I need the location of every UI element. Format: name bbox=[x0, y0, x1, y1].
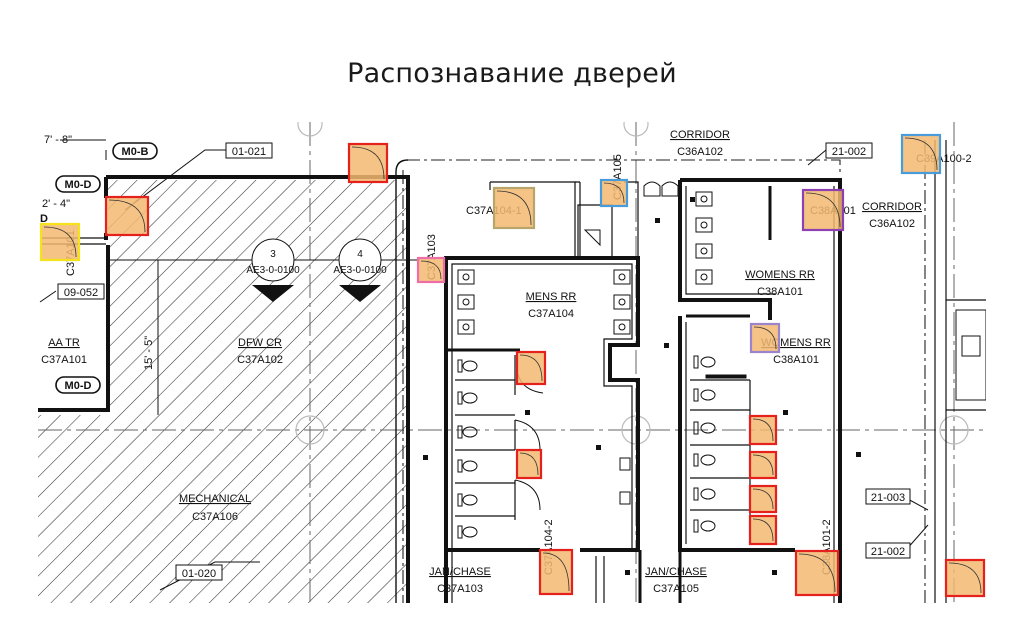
door-box-lavender bbox=[749, 322, 781, 354]
tag-21-003: 21-003 bbox=[871, 492, 905, 504]
door-box-red bbox=[944, 558, 986, 598]
tag-21-002-top: 21-002 bbox=[832, 146, 866, 158]
section-3-number: 3 bbox=[270, 249, 276, 260]
section-4-ref: AE3-0-0100 bbox=[333, 265, 387, 276]
door-box-red bbox=[104, 195, 150, 237]
door-box-red bbox=[515, 448, 543, 480]
tag-09-052: 09-052 bbox=[64, 287, 98, 299]
section-3-ref: AE3-0-0100 bbox=[246, 265, 300, 276]
tag-m0-d-top: M0-D bbox=[65, 179, 92, 191]
dim-7-8: 7' - 8" bbox=[44, 134, 72, 146]
room-name: WOMENS RR bbox=[745, 269, 815, 281]
door-box-red bbox=[748, 450, 778, 480]
page-title: Распознавание дверей bbox=[347, 58, 677, 89]
room-name: JAN/CHASE bbox=[645, 566, 707, 578]
room-number: C37A104 bbox=[528, 308, 574, 320]
door-box-red bbox=[748, 414, 778, 446]
room-name: DFW CR bbox=[238, 337, 282, 349]
room-name: MECHANICAL bbox=[179, 493, 251, 505]
door-box-red bbox=[748, 514, 778, 546]
tag-m0-b: M0-B bbox=[122, 146, 149, 158]
tag-01-020: 01-020 bbox=[182, 568, 216, 580]
tag-21-002-bottom: 21-002 bbox=[871, 546, 905, 558]
room-number: C37A102 bbox=[237, 354, 283, 366]
tag-m0-d-bottom: M0-D bbox=[65, 380, 92, 392]
door-box-yellow bbox=[39, 222, 81, 262]
room-number: C37A105 bbox=[653, 583, 699, 595]
tag-01-021: 01-021 bbox=[232, 146, 266, 158]
section-4-number: 4 bbox=[357, 249, 363, 260]
door-box-red bbox=[347, 142, 389, 184]
door-box-red bbox=[515, 350, 547, 386]
room-labels: CORRIDOR C36A102 CORRIDOR C36A102 AA TR … bbox=[41, 129, 922, 595]
room-number: C37A106 bbox=[192, 511, 238, 523]
room-name: CORRIDOR bbox=[862, 201, 922, 213]
room-number: C37A101 bbox=[41, 354, 87, 366]
room-name: MENS RR bbox=[526, 291, 577, 303]
door-box-blue bbox=[599, 178, 629, 208]
door-box-red bbox=[748, 484, 778, 514]
door-box-purple bbox=[801, 188, 845, 232]
walls bbox=[38, 140, 986, 603]
door-label: D bbox=[40, 213, 48, 225]
door-box-red bbox=[794, 549, 840, 597]
room-name: CORRIDOR bbox=[670, 129, 730, 141]
door-swings bbox=[514, 369, 544, 511]
door-box-blue bbox=[900, 133, 942, 175]
boundary-line bbox=[402, 140, 926, 603]
section-markers: 3 AE3-0-0100 4 AE3-0-0100 bbox=[246, 238, 387, 302]
markers bbox=[423, 197, 861, 575]
room-number: C37A103 bbox=[437, 583, 483, 595]
room-number: C38A101 bbox=[773, 354, 819, 366]
dim-15-5: 15' - 5" bbox=[143, 336, 155, 370]
door-box-olive bbox=[492, 186, 536, 230]
room-number: C36A102 bbox=[677, 146, 723, 158]
room-number: C36A102 bbox=[869, 218, 915, 230]
grid-lines bbox=[38, 122, 986, 603]
door-box-red bbox=[538, 548, 574, 596]
dim-2-4: 2' - 4" bbox=[42, 198, 70, 210]
hatched-area bbox=[38, 180, 408, 603]
tag-boxes bbox=[55, 142, 911, 581]
room-name: AA TR bbox=[48, 337, 80, 349]
room-number: C38A101 bbox=[757, 286, 803, 298]
room-name: JAN/CHASE bbox=[429, 566, 491, 578]
door-box-pink bbox=[416, 256, 446, 284]
fixtures bbox=[457, 181, 747, 539]
detected-doors bbox=[39, 133, 986, 598]
